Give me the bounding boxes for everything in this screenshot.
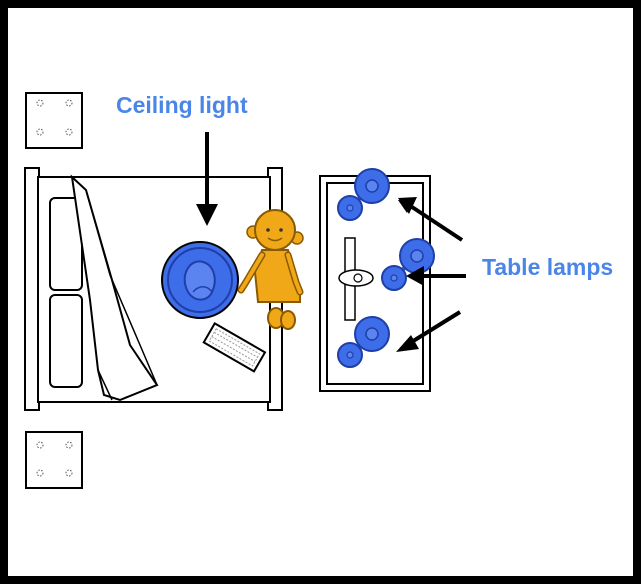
arrow-icon bbox=[406, 266, 466, 286]
table-lamp-icon bbox=[337, 168, 390, 221]
table-lamps-label: Table lamps bbox=[482, 254, 614, 280]
table-lamp-icon bbox=[381, 238, 435, 291]
arrow-icon bbox=[398, 197, 464, 242]
ceiling-light-icon bbox=[161, 241, 239, 319]
ceiling-light-label: Ceiling light bbox=[116, 92, 248, 118]
keyboard-icon bbox=[202, 321, 267, 373]
bed-icon bbox=[24, 167, 283, 411]
nightstand-icon bbox=[25, 92, 83, 149]
nightstand-icon bbox=[25, 431, 83, 489]
table-lamp-icon bbox=[337, 316, 390, 368]
child-figure-icon bbox=[237, 209, 304, 330]
arrow-icon bbox=[396, 310, 462, 352]
arrow-icon bbox=[196, 132, 218, 226]
